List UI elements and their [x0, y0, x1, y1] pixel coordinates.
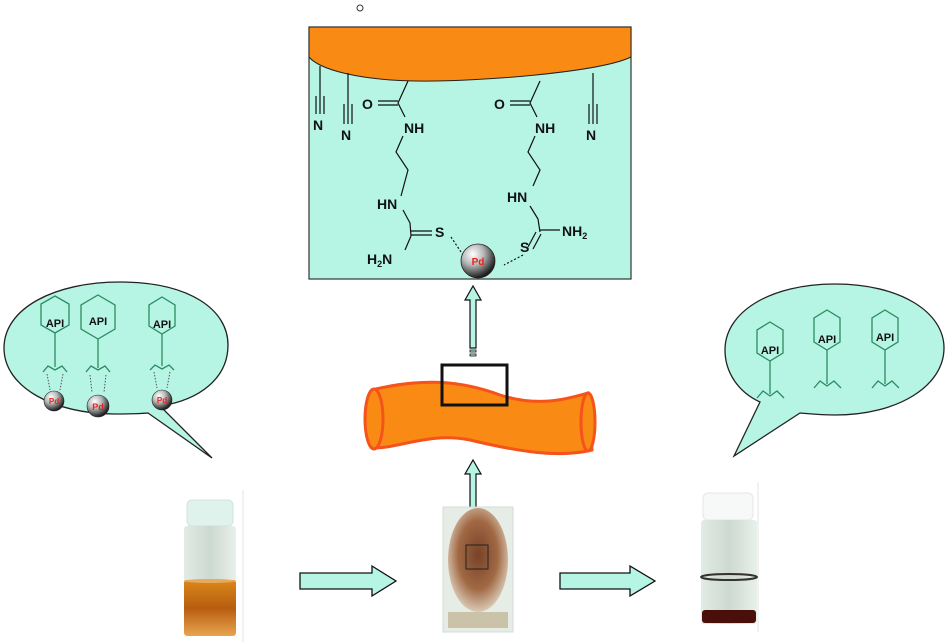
right-ligand-bonds — [503, 80, 560, 266]
right-api-molecule-3: API — [871, 309, 900, 389]
right-amine-nh2: NH2 — [562, 223, 587, 241]
right-api-molecule-2: API — [813, 309, 842, 389]
right-bubble-shape — [724, 283, 945, 458]
fiber-surface — [308, 26, 632, 82]
crude-solution-vial — [184, 490, 244, 642]
right-vial-glass — [701, 520, 757, 624]
left-pd-sphere-3 — [151, 389, 173, 411]
right-carbonyl-o: O — [494, 96, 505, 112]
left-pd-sphere-2 — [86, 394, 110, 418]
left-api-molecule-1: API Pd — [40, 295, 70, 412]
left-amide-nh: NH — [404, 120, 424, 136]
purified-solution-vial — [700, 482, 759, 632]
nitrile-group-2 — [343, 73, 353, 124]
zoom-up-arrow-tail-1 — [469, 349, 477, 353]
fiber-tube-body — [370, 380, 594, 456]
left-api-label-3: API — [153, 319, 171, 331]
zoom-region-box — [440, 363, 509, 407]
beaker-fiber-mass — [448, 508, 508, 612]
right-thio-s: S — [520, 239, 529, 255]
nitrile-group-3 — [588, 73, 598, 124]
nitrile-n-3: N — [586, 127, 596, 143]
process-arrow-2 — [559, 564, 657, 598]
right-thiourea-hn: HN — [507, 189, 527, 205]
fiber-tube-right-end — [579, 391, 597, 453]
fiber-scavenger-beaker — [442, 506, 514, 633]
top-marker-circle — [356, 4, 364, 12]
left-speech-bubble: API Pd API Pd API Pd — [3, 281, 229, 459]
right-vial-residue — [702, 610, 756, 623]
left-pd-sphere-1 — [43, 390, 65, 412]
detail-panel: N N N O NH HN S H2N — [308, 26, 632, 280]
left-vial-liquid — [184, 580, 236, 636]
pd-label-detail: Pd — [472, 257, 485, 268]
left-thio-s: S — [435, 224, 444, 240]
right-vial-meniscus — [700, 573, 758, 581]
left-vial-cap — [186, 499, 234, 527]
zoom-up-arrow — [463, 284, 483, 357]
left-api-label-1: API — [46, 318, 64, 330]
right-api-label-2: API — [818, 334, 836, 346]
right-speech-bubble: API API API — [724, 283, 945, 458]
zoom-up-arrow-shape — [463, 284, 483, 349]
left-pd-label-1: Pd — [49, 397, 59, 406]
left-api-label-2: API — [89, 316, 107, 328]
left-ligand-bonds — [378, 80, 464, 256]
pd-sphere-detail — [460, 243, 496, 279]
fiber-tube — [363, 363, 597, 456]
left-pd-label-3: Pd — [157, 396, 167, 405]
fiber-tube-left-end — [363, 387, 385, 451]
nitrile-n-2: N — [341, 127, 351, 143]
right-api-label-1: API — [761, 345, 779, 357]
right-api-molecule-1: API — [756, 321, 785, 399]
right-amide-nh: NH — [535, 120, 555, 136]
right-api-label-3: API — [876, 332, 894, 344]
process-arrow-1 — [299, 564, 398, 598]
right-vial-cap — [702, 492, 754, 521]
left-pd-label-2: Pd — [92, 402, 104, 412]
nitrile-n-1: N — [313, 117, 323, 133]
left-thiourea-hn: HN — [377, 196, 397, 212]
left-amine-h2n: H2N — [367, 251, 392, 269]
left-api-molecule-3: API Pd — [148, 296, 176, 411]
left-bubble-shape — [3, 281, 229, 459]
left-api-molecule-2: API Pd — [80, 294, 116, 418]
left-carbonyl-o: O — [362, 96, 373, 112]
nitrile-group-1 — [315, 66, 325, 114]
zoom-up-arrow-tail-2 — [469, 353, 477, 357]
